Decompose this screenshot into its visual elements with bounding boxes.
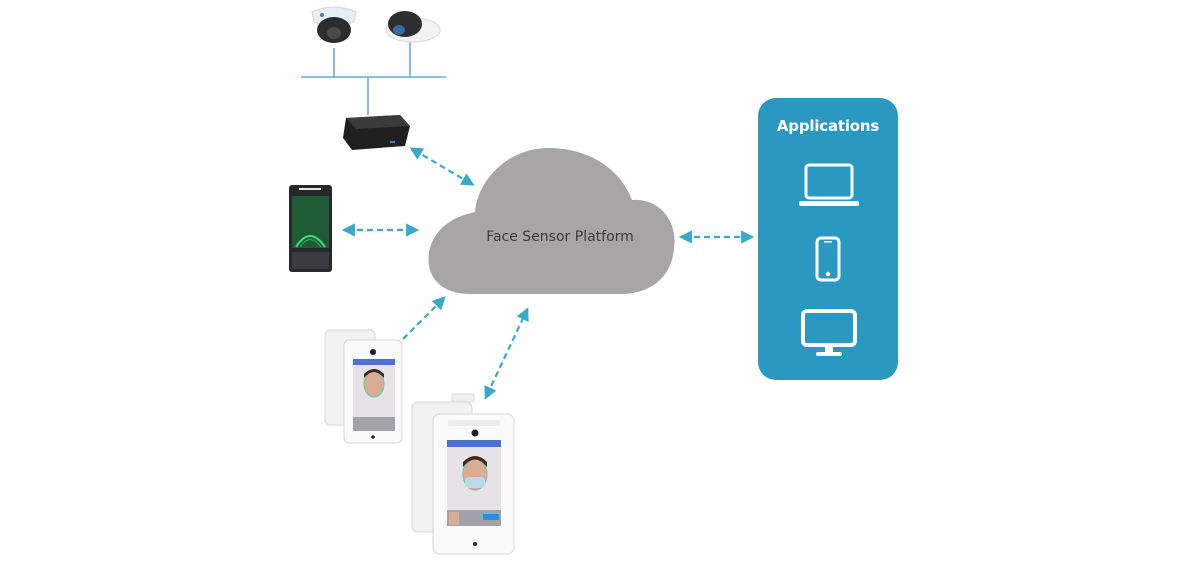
smartphone-icon <box>815 236 841 282</box>
laptop-icon <box>799 163 859 206</box>
face-sensor-platform-cloud <box>428 148 675 294</box>
camera-network-lines <box>301 40 446 115</box>
applications-panel: Applications <box>758 98 898 380</box>
face-mask-tablet-icon <box>411 393 515 555</box>
platform-label: Face Sensor Platform <box>486 229 634 245</box>
tablet2-to-platform-arrow <box>484 307 529 400</box>
access-control-terminal-icon <box>289 185 332 272</box>
monitor-icon <box>801 309 857 356</box>
face-temperature-tablet-icon <box>324 329 403 444</box>
mini-dome-camera-icon <box>385 11 441 43</box>
connection-arrows <box>341 147 755 400</box>
edge-box-to-platform-arrow <box>409 147 475 186</box>
applications-title: Applications <box>776 117 880 135</box>
tablet1-to-platform-arrow <box>395 296 446 347</box>
dome-camera-icon <box>311 6 357 43</box>
edge-box-icon <box>343 115 410 150</box>
